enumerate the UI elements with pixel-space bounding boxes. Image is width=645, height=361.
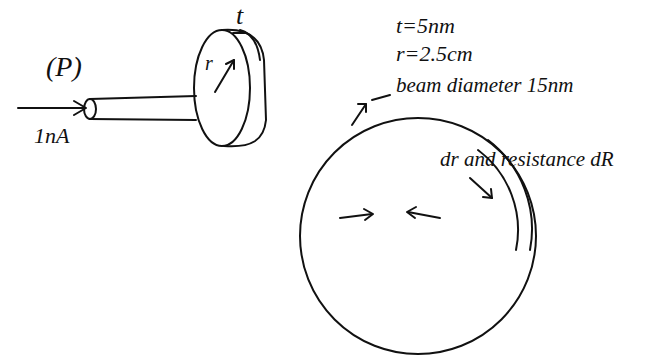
ring-note: dr and resistance dR (440, 148, 614, 171)
arrow-head (483, 189, 492, 198)
arrow-head (364, 209, 373, 220)
radius-value: r=2.5cm (396, 42, 473, 66)
radius-arrow (215, 60, 234, 92)
arrow-head (407, 207, 416, 218)
thickness-value: t=5nm (396, 14, 455, 38)
beam-note: beam diameter 15nm (396, 74, 573, 97)
radius-label: r (205, 52, 213, 74)
thickness-mark (233, 32, 246, 34)
disk-rim (222, 30, 266, 147)
arrow-head (226, 60, 234, 69)
beam-arrow (18, 107, 84, 109)
diameter-mark (372, 95, 390, 100)
pipe-end (84, 99, 96, 119)
thickness-label: t (236, 2, 243, 31)
current-label: 1nA (34, 124, 69, 148)
pipe (90, 96, 196, 120)
leader-line (470, 178, 492, 198)
disk-face (194, 30, 250, 146)
arrow-head (358, 104, 366, 112)
particle-label: (P) (46, 52, 82, 83)
leader-line (352, 104, 366, 125)
disk-edge (240, 30, 260, 60)
